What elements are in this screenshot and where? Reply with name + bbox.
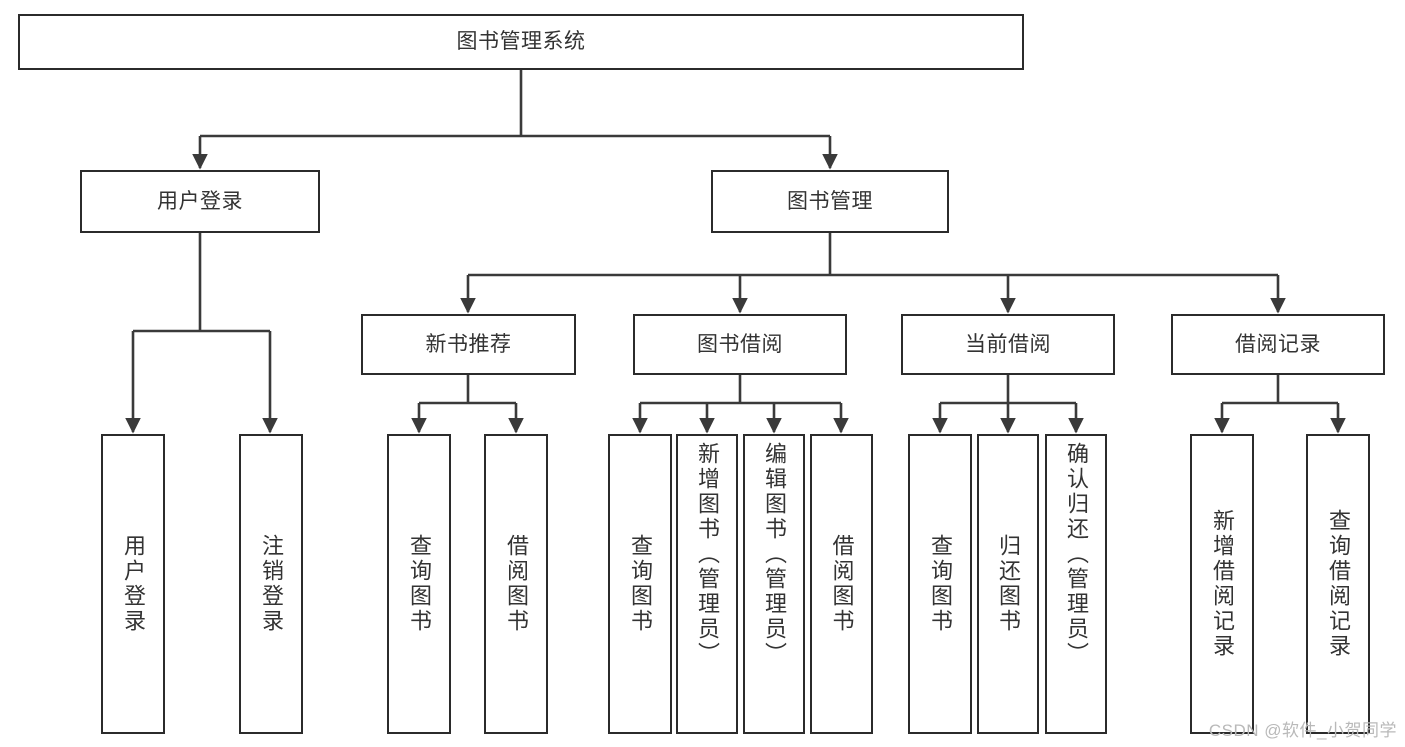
leaf-query-book-2-label: 查询图书 xyxy=(628,534,653,634)
leaf-borrow-book-2[interactable]: 借阅图书 xyxy=(810,434,873,734)
node-book-manage-label: 图书管理 xyxy=(787,189,873,213)
leaf-borrow-book-2-label: 借阅图书 xyxy=(829,534,855,634)
node-user-login[interactable]: 用户登录 xyxy=(80,170,320,233)
leaf-confirm-return-label: 确认归还（管理员） xyxy=(1064,442,1089,667)
leaf-add-record-label: 新增借阅记录 xyxy=(1210,509,1235,659)
node-borrow-record-label: 借阅记录 xyxy=(1235,332,1321,356)
leaf-logout[interactable]: 注销登录 xyxy=(239,434,303,734)
leaf-add-book-label: 新增图书（管理员） xyxy=(695,442,720,667)
leaf-query-book-3-label: 查询图书 xyxy=(928,534,953,634)
node-borrow-record[interactable]: 借阅记录 xyxy=(1171,314,1385,375)
leaf-return-book[interactable]: 归还图书 xyxy=(977,434,1039,734)
watermark-text: CSDN @软件_小贺同学 xyxy=(1208,721,1397,740)
node-user-login-label: 用户登录 xyxy=(157,189,243,213)
leaf-edit-book-label: 编辑图书（管理员） xyxy=(762,442,787,667)
node-new-book-recommend[interactable]: 新书推荐 xyxy=(361,314,576,375)
node-root[interactable]: 图书管理系统 xyxy=(18,14,1024,70)
leaf-borrow-book-1[interactable]: 借阅图书 xyxy=(484,434,548,734)
leaf-query-book-1-label: 查询图书 xyxy=(407,534,432,634)
leaf-user-login[interactable]: 用户登录 xyxy=(101,434,165,734)
leaf-add-book[interactable]: 新增图书（管理员） xyxy=(676,434,738,734)
leaf-query-book-1[interactable]: 查询图书 xyxy=(387,434,451,734)
leaf-edit-book[interactable]: 编辑图书（管理员） xyxy=(743,434,805,734)
node-current-borrow-label: 当前借阅 xyxy=(965,332,1051,356)
leaf-user-login-label: 用户登录 xyxy=(121,534,146,634)
leaf-confirm-return[interactable]: 确认归还（管理员） xyxy=(1045,434,1107,734)
leaf-borrow-book-1-label: 借阅图书 xyxy=(504,534,529,634)
node-new-book-recommend-label: 新书推荐 xyxy=(425,332,512,356)
leaf-return-book-label: 归还图书 xyxy=(996,534,1021,634)
node-current-borrow[interactable]: 当前借阅 xyxy=(901,314,1115,375)
leaf-logout-label: 注销登录 xyxy=(259,534,284,634)
leaf-add-record[interactable]: 新增借阅记录 xyxy=(1190,434,1254,734)
leaf-query-book-3[interactable]: 查询图书 xyxy=(908,434,972,734)
leaf-query-book-2[interactable]: 查询图书 xyxy=(608,434,672,734)
node-root-label: 图书管理系统 xyxy=(456,30,586,54)
leaf-query-record-label: 查询借阅记录 xyxy=(1326,509,1351,659)
node-book-borrow[interactable]: 图书借阅 xyxy=(633,314,847,375)
node-book-manage[interactable]: 图书管理 xyxy=(711,170,949,233)
node-book-borrow-label: 图书借阅 xyxy=(697,332,783,356)
leaf-query-record[interactable]: 查询借阅记录 xyxy=(1306,434,1370,734)
